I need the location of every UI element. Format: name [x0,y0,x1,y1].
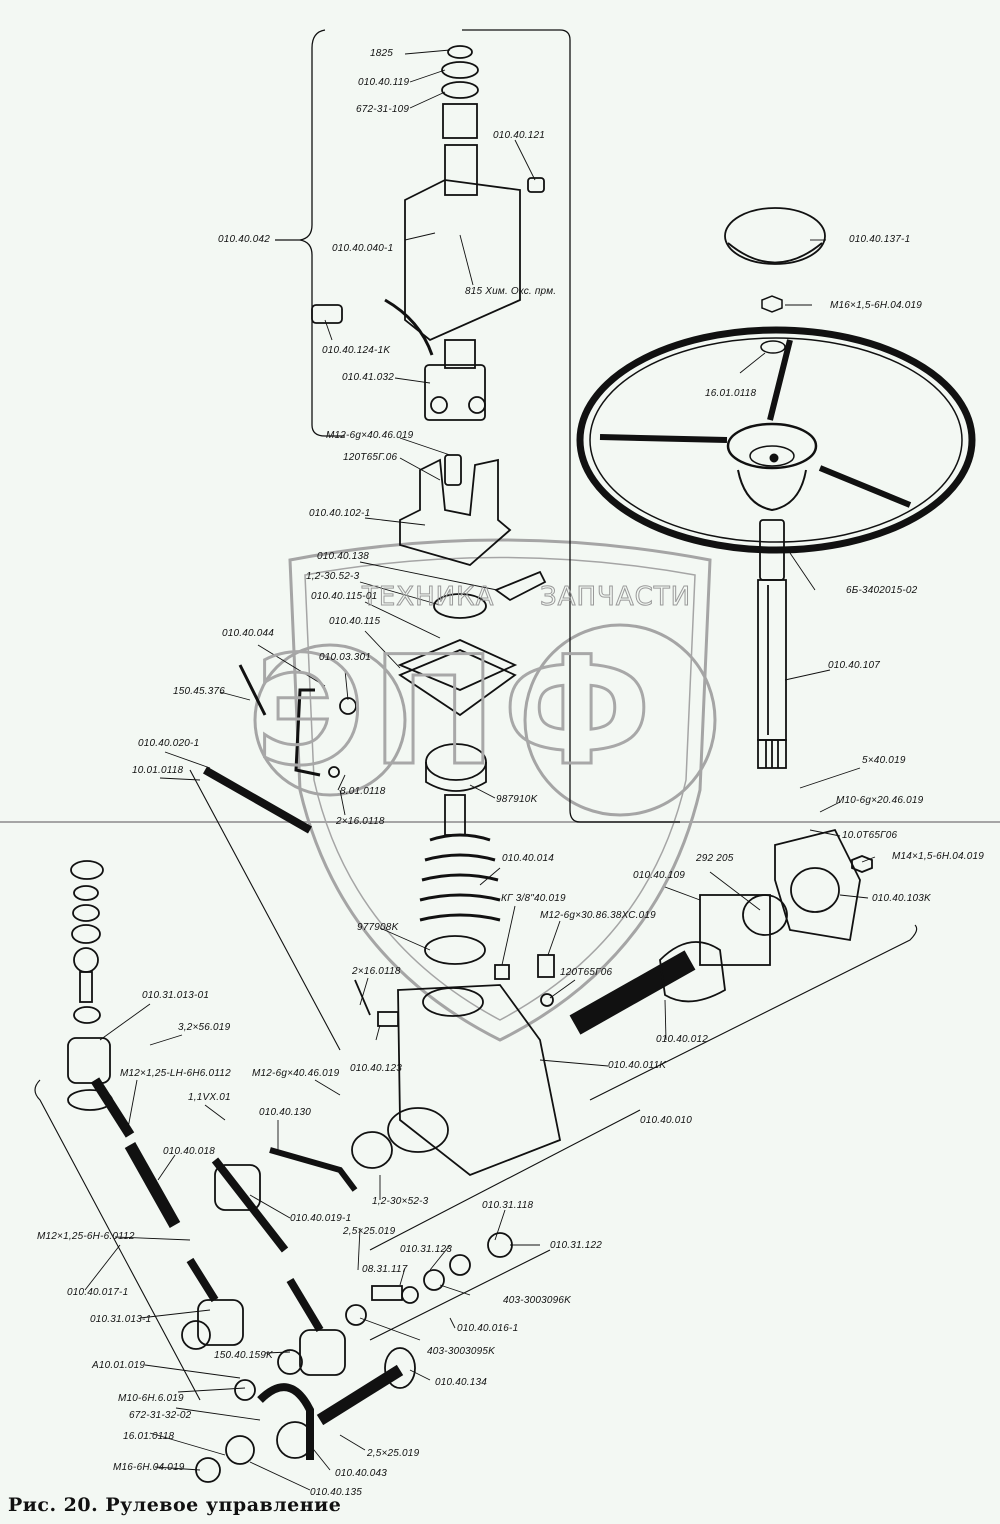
part-label: 010.40.109 [633,870,686,881]
part-label: 150.40.159K [214,1350,273,1361]
part-label: 08.31.117 [362,1264,408,1275]
group-brackets [34,769,918,1401]
nut-m16 [761,295,783,313]
part-label: 403-3003095K [427,1346,496,1357]
part-label: 010.40.135 [310,1487,363,1498]
watermark-logo: ЭПФ [253,624,658,801]
figure-caption: Рис. 20. Рулевое управление [8,1494,342,1516]
part-label: 1825 [370,48,394,59]
part-label: 010.40.040-1 [332,243,394,254]
part-label: M12×1,25-LH-6H6.0112 [120,1068,231,1079]
part-label: 1,1VX.01 [188,1092,231,1103]
part-label: 1,2-30.52-3 [306,571,360,582]
part-label: M12×1,25-6H-6.0112 [37,1231,135,1242]
part-label: 010.31.122 [550,1240,603,1251]
part-label: 010.31.118 [482,1200,534,1211]
part-label: 6Б-3402015-02 [846,585,918,596]
part-label: 3,2×56.019 [178,1022,231,1033]
steering-wheel [576,326,976,554]
part-label: 010.40.115-01 [311,591,378,602]
part-label: 010.40.121 [493,130,546,141]
steering-shaft [757,519,787,769]
part-label: 16.01.0118 [123,1431,175,1442]
part-label: 987910K [496,794,538,805]
part-label: 16.01.0118 [705,388,757,399]
part-label: 010.40.107 [828,660,881,671]
part-label: 010.40.138 [317,551,370,562]
part-label: 010.40.134 [435,1377,488,1388]
part-label: 010.40.017-1 [67,1287,129,1298]
part-label: 010.40.103K [872,893,931,904]
part-label: 10.01.0118 [132,765,184,776]
part-label: 010.31.123 [400,1244,453,1255]
part-label: КГ 3/8"40.019 [501,893,566,904]
part-label: 010.40.010 [640,1115,693,1126]
part-label: M16-6H.04.019 [113,1462,185,1473]
part-label: M10-6g×20.46.019 [836,795,924,806]
part-label: A10.01.019 [92,1360,146,1371]
part-label: 010.40.102-1 [309,508,371,519]
part-label: 010.40.018 [163,1146,216,1157]
part-label: 010.41.032 [342,372,395,383]
part-label: M12-6g×30.86.38ХС.019 [540,910,656,921]
part-label: 150.45.376 [173,686,226,697]
part-label: 010.40.011K [608,1060,667,1071]
part-label: 2×16.0118 [336,816,385,827]
part-label: 010.40.124-1K [322,345,391,356]
part-label: 120Т65Г.06 [343,452,398,463]
part-label: M14×1,5-6H.04.019 [892,851,985,862]
part-label: 403-3003096K [503,1295,572,1306]
part-label: 010.40.016-1 [457,1323,519,1334]
part-label: 10.0Т65Г06 [842,830,898,841]
part-label: 2,5×25.019 [343,1226,396,1237]
ball-joint-stack [67,860,513,1483]
part-label: 010.40.014 [502,853,555,864]
flange-plates [397,454,547,792]
handle-and-lever [203,664,357,834]
part-label: 977908K [357,922,399,933]
part-label: 010.40.123 [350,1063,403,1074]
part-label: 010.40.119 [358,77,410,88]
part-label: 010.03.301 [319,652,372,663]
part-label: 010.40.042 [218,234,271,245]
part-label: 010.40.020-1 [138,738,200,749]
part-label: 8.01.0118 [340,786,386,797]
part-label: 010.40.115 [329,616,381,627]
watermark-text-left: ТЕХНИКА [361,582,495,613]
part-label: 2,5×25.019 [367,1448,420,1459]
part-label: 010.31.013-1 [90,1314,152,1325]
part-label: 292 205 [696,853,734,864]
part-label: 672-31-32-02 [129,1410,192,1421]
part-label: M12-6g×40.46.019 [326,430,414,441]
column-bracket [311,45,545,421]
part-label: 010.40.137-1 [849,234,911,245]
worm-and-housing [351,794,873,1177]
part-label: M10-6H.6.019 [118,1393,184,1404]
part-label: 010.31.013-01 [142,990,210,1001]
part-label: 5×40.019 [862,755,906,766]
part-label: 1,2-30×52-3 [372,1196,429,1207]
horn-cap [724,207,826,265]
part-label: M12-6g×40.46.019 [252,1068,340,1079]
part-label: 010.40.044 [222,628,275,639]
part-label: 010.40.130 [259,1107,312,1118]
part-label: 010.40.012 [656,1034,709,1045]
part-label: 010.40.019-1 [290,1213,352,1224]
part-label: M16×1,5-6H.04.019 [830,300,923,311]
part-label: 010.40.043 [335,1468,388,1479]
part-label: 815 Хим. Окс. прм. [465,286,557,297]
bracket-010-40-042 [275,29,680,823]
watermark-frame [0,538,1000,1042]
part-label: 672-31-109 [356,104,410,115]
watermark-text-right: ЗАПЧАСТИ [539,582,692,613]
part-label: 2×16.0118 [352,966,401,977]
part-label: 120Т65Г06 [560,967,613,978]
leader-lines [84,49,876,1491]
